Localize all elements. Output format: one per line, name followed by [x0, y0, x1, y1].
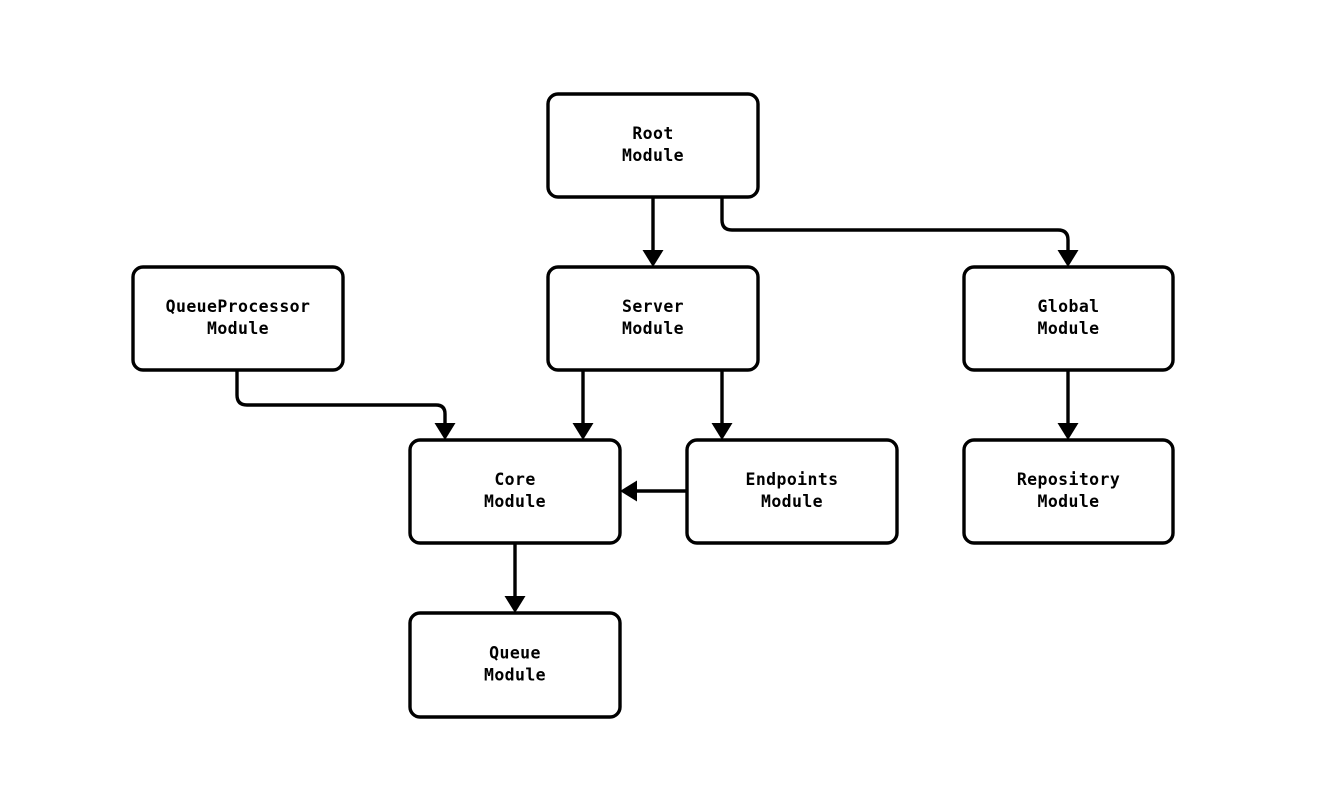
- edges-layer: [235, 197, 1079, 613]
- node-box-repository[interactable]: [962, 438, 1175, 545]
- arrowhead-icon: [1057, 250, 1079, 267]
- edge-global-to-repository: [1057, 370, 1079, 440]
- node-box-root[interactable]: [546, 92, 760, 199]
- arrowhead-icon: [1057, 423, 1079, 440]
- node-box-queue[interactable]: [408, 611, 622, 719]
- node-label-kind-core: Module: [484, 492, 546, 511]
- node-label-kind-queueprocessor: Module: [207, 319, 269, 338]
- node-label-name-queue: Queue: [489, 644, 541, 663]
- node-box-queueprocessor[interactable]: [131, 265, 345, 372]
- node-label-kind-queue: Module: [484, 666, 546, 685]
- node-label-name-root: Root: [632, 124, 673, 143]
- arrowhead-icon: [504, 596, 526, 613]
- nodes-layer: RootModuleQueueProcessorModuleServerModu…: [131, 92, 1175, 719]
- node-box-server[interactable]: [546, 265, 760, 372]
- arrowhead-icon: [620, 480, 637, 502]
- node-label-name-core: Core: [494, 470, 535, 489]
- arrowhead-icon: [642, 250, 664, 267]
- edge-queueprocessor-to-core: [235, 370, 456, 440]
- node-label-name-queueprocessor: QueueProcessor: [166, 297, 311, 316]
- edge-core-to-queue: [504, 543, 526, 613]
- node-label-kind-global: Module: [1037, 319, 1099, 338]
- arrowhead-icon: [711, 423, 733, 440]
- node-box-endpoints[interactable]: [685, 438, 899, 545]
- node-label-name-server: Server: [622, 297, 684, 316]
- arrowhead-icon: [434, 423, 456, 440]
- edge-server-to-core: [572, 370, 594, 440]
- edge-root-to-global: [720, 197, 1079, 267]
- edge-server-to-endpoints: [711, 370, 733, 440]
- node-label-name-repository: Repository: [1017, 470, 1120, 489]
- edge-root-to-server: [642, 197, 664, 267]
- node-label-kind-endpoints: Module: [761, 492, 823, 511]
- node-box-core[interactable]: [408, 438, 622, 545]
- edge-endpoints-to-core: [620, 480, 687, 502]
- node-label-name-global: Global: [1037, 297, 1099, 316]
- node-label-kind-repository: Module: [1037, 492, 1099, 511]
- arrowhead-icon: [572, 423, 594, 440]
- node-label-kind-root: Module: [622, 146, 684, 165]
- node-box-global[interactable]: [962, 265, 1175, 372]
- node-label-kind-server: Module: [622, 319, 684, 338]
- node-label-name-endpoints: Endpoints: [745, 470, 838, 489]
